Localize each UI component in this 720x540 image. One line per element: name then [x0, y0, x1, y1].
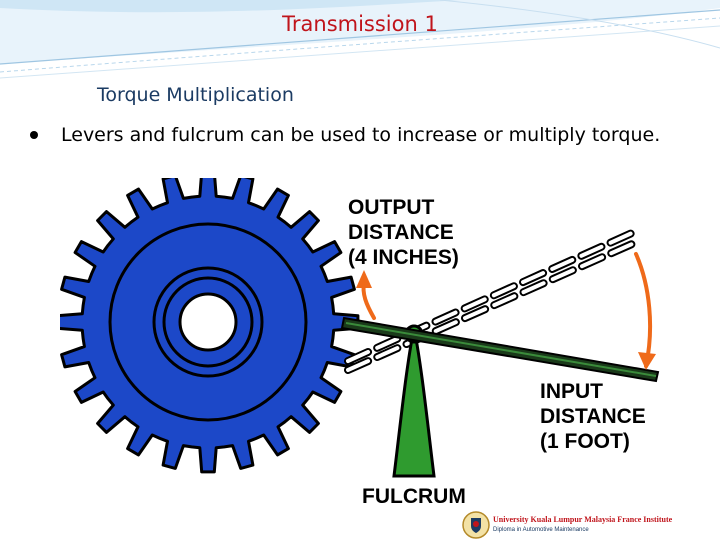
gear-drawing [60, 178, 360, 474]
lever-motion-dashes [344, 229, 636, 374]
header-swoosh-decoration [0, 0, 720, 79]
input-label-line2: DISTANCE [540, 405, 646, 428]
fulcrum-label: FULCRUM [362, 485, 466, 508]
university-crest-logo [462, 511, 490, 539]
output-label-line3: (4 INCHES) [348, 246, 459, 269]
input-label-line1: INPUT [540, 380, 603, 403]
footer-program: Diploma in Automotive Maintenance [493, 527, 589, 533]
output-label-line1: OUTPUT [348, 196, 435, 219]
lever-bar [340, 316, 660, 383]
bullet-text: Levers and fulcrum can be used to increa… [61, 124, 661, 146]
arrow-heads [356, 270, 656, 370]
slide-title: Transmission 1 [282, 12, 438, 36]
input-label-line3: (1 FOOT) [540, 430, 630, 453]
torque-lever-diagram: OUTPUT DISTANCE (4 INCHES) INPUT DISTANC… [60, 178, 664, 510]
slide-subtitle: Torque Multiplication [97, 84, 294, 106]
footer-institution: University Kuala Lumpur Malaysia France … [493, 515, 673, 524]
bullet-icon [30, 131, 38, 139]
output-label-line2: DISTANCE [348, 221, 454, 244]
